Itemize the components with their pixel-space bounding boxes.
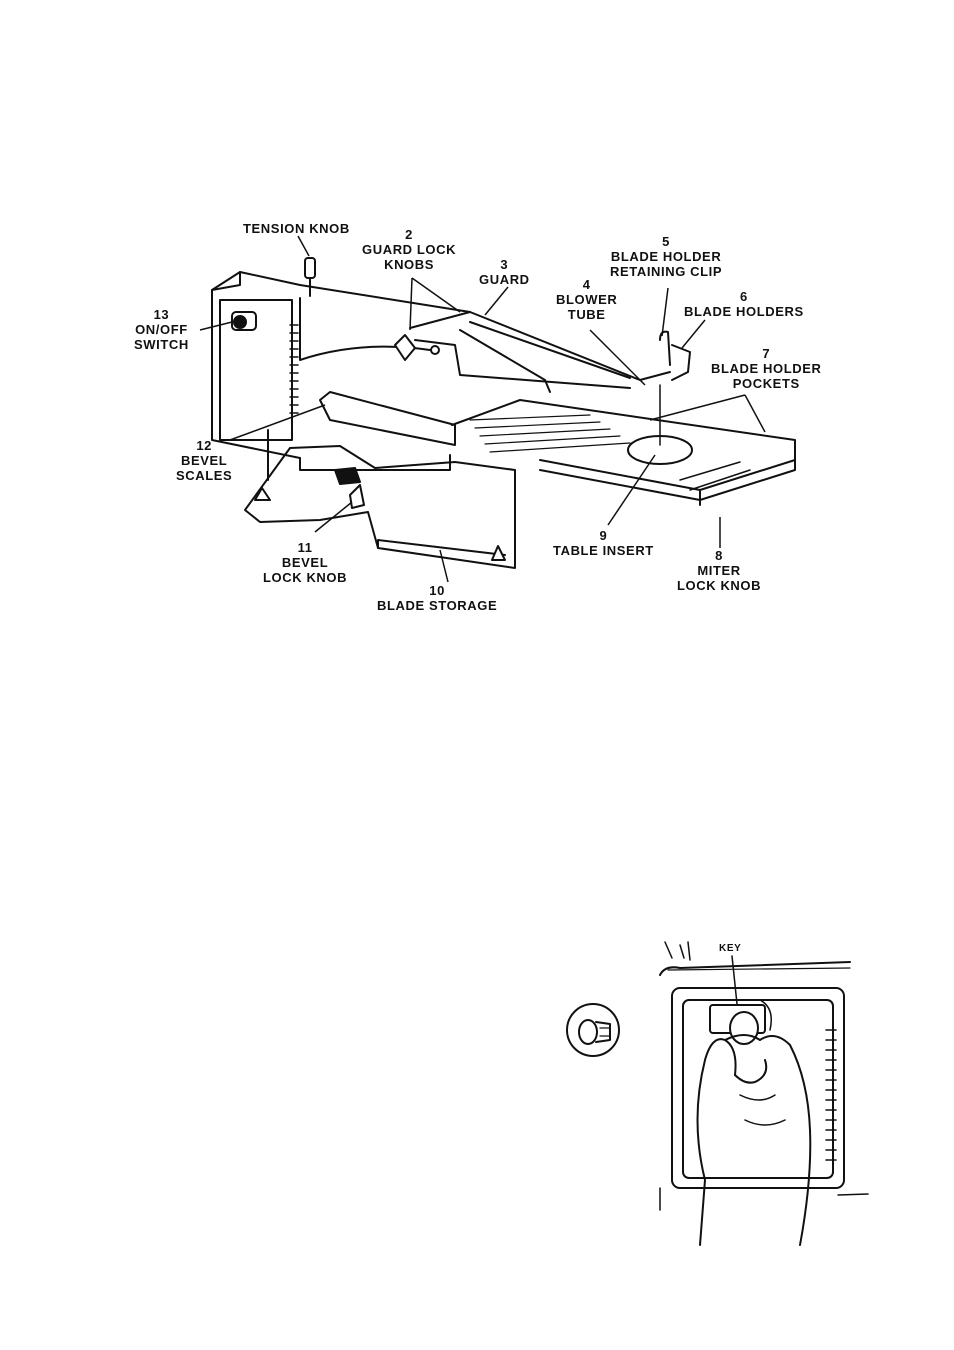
label-key: KEY	[719, 943, 741, 955]
label-text: KEY	[719, 943, 741, 955]
